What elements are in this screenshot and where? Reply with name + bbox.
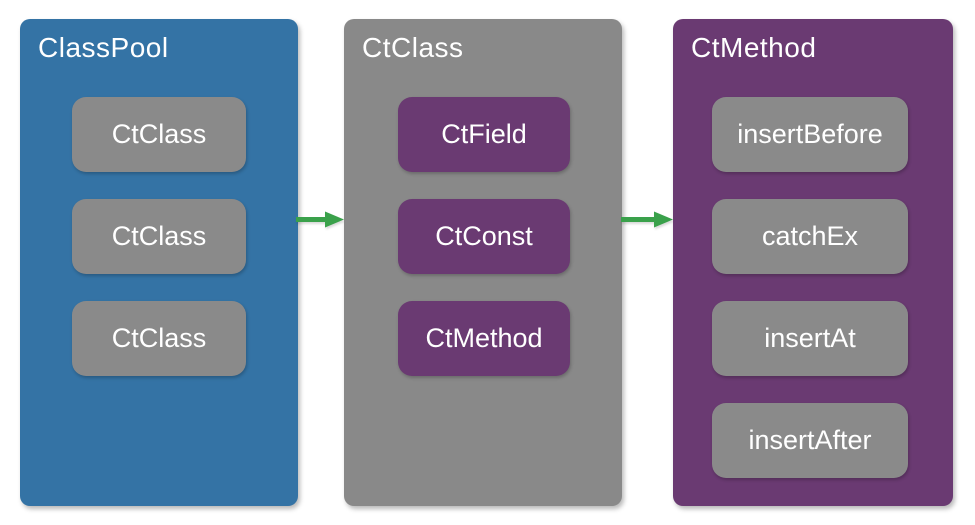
flow-arrow-ctclass-to-ctmethod — [621, 211, 673, 228]
node-ctmethod: CtMethod — [398, 301, 570, 376]
node-ctfield: CtField — [398, 97, 570, 172]
node-ctclass-2: CtClass — [72, 199, 246, 274]
classpool-title: ClassPool — [38, 32, 169, 63]
ctclass-title: CtClass — [362, 32, 464, 63]
container-ctmethod: CtMethod insertBefore catchEx insertAt i… — [673, 19, 953, 506]
container-classpool: ClassPool CtClass CtClass CtClass — [20, 19, 298, 506]
flow-arrow-classpool-to-ctclass — [296, 211, 344, 228]
node-insertafter: insertAfter — [712, 403, 908, 478]
arrow-head-icon — [654, 211, 673, 228]
node-ctconst: CtConst — [398, 199, 570, 274]
node-ctclass-1: CtClass — [72, 97, 246, 172]
ctmethod-title: CtMethod — [691, 32, 817, 63]
node-insertat: insertAt — [712, 301, 908, 376]
arrow-head-icon — [325, 211, 344, 228]
node-catchex: catchEx — [712, 199, 908, 274]
container-ctclass: CtClass CtField CtConst CtMethod — [344, 19, 622, 506]
node-insertbefore: insertBefore — [712, 97, 908, 172]
node-ctclass-3: CtClass — [72, 301, 246, 376]
